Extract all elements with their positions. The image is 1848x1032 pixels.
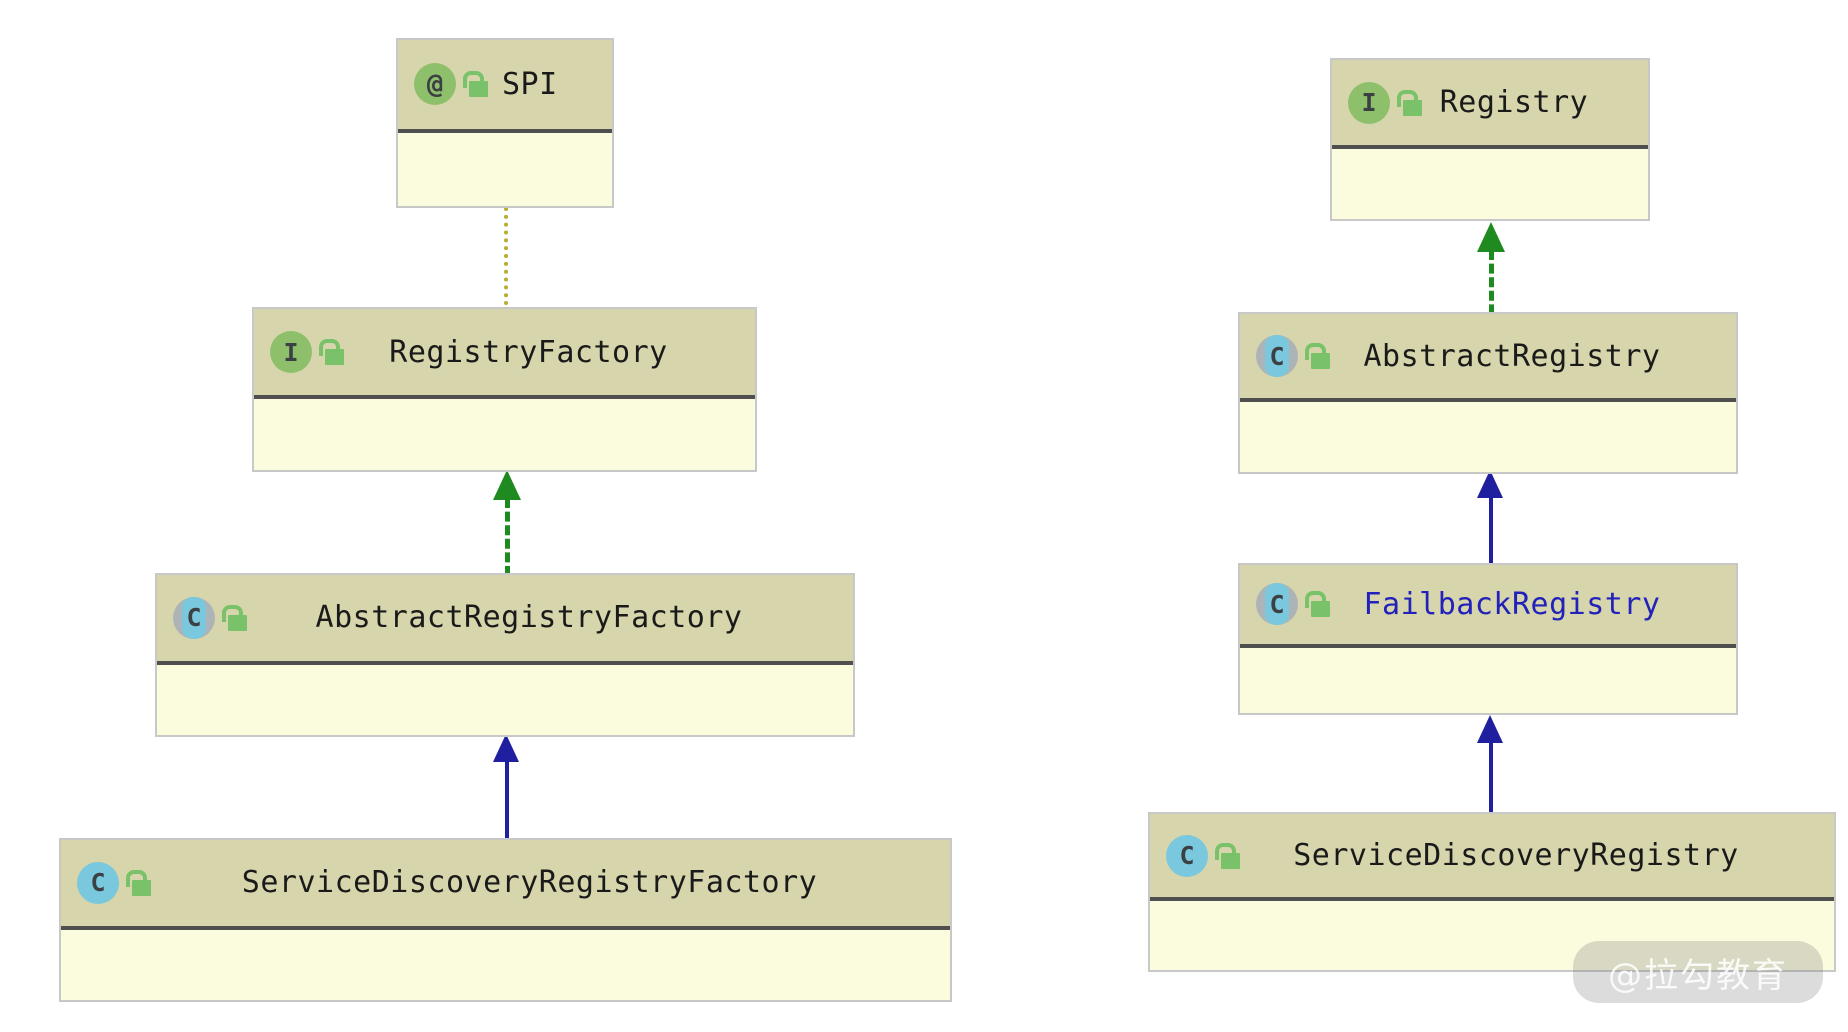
interface-badge-icon: I: [1348, 81, 1390, 124]
class-name-registry-factory: RegistryFactory: [389, 334, 668, 370]
badge-capsule: [1265, 335, 1289, 378]
abstract-class-badge-icon: C: [1256, 335, 1298, 378]
connector-line: [1489, 741, 1493, 821]
class-box-header: C ServiceDiscoveryRegistryFactory: [61, 840, 950, 930]
annotation-badge-icon: @: [414, 63, 456, 106]
badge-capsule: [182, 596, 206, 639]
class-box-header: C AbstractRegistryFactory: [157, 575, 853, 665]
open-padlock-icon: [221, 603, 247, 633]
class-badge-icon: C: [77, 861, 119, 904]
padlock-shackle: [1215, 842, 1236, 860]
class-box-members: [1332, 149, 1648, 219]
connector-line: [1489, 496, 1493, 576]
padlock-shackle: [222, 604, 243, 622]
class-box-abstract-registry[interactable]: C AbstractRegistry: [1238, 312, 1738, 474]
badge-disc: [414, 63, 456, 106]
connector-line: [505, 760, 509, 840]
badge-glyph: C: [1179, 841, 1195, 871]
padlock-shackle: [1305, 591, 1326, 609]
class-box-header: I Registry: [1332, 60, 1648, 150]
class-box-service-discovery-registry-factory[interactable]: C ServiceDiscoveryRegistryFactory: [59, 838, 952, 1002]
class-box-spi[interactable]: @ SPI: [396, 38, 614, 208]
class-box-header: C FailbackRegistry: [1240, 565, 1736, 648]
badge-glyph: I: [283, 337, 299, 367]
open-padlock-icon: [318, 337, 344, 367]
padlock-body: [469, 81, 488, 98]
class-box-registry[interactable]: I Registry: [1330, 58, 1650, 221]
class-box-members: [1150, 901, 1834, 970]
padlock-body: [132, 879, 151, 896]
padlock-shackle: [126, 869, 147, 887]
padlock-shackle: [1305, 343, 1326, 361]
padlock-body: [1311, 353, 1330, 370]
class-box-members: [61, 929, 950, 1000]
class-box-failback-registry[interactable]: C FailbackRegistry: [1238, 563, 1738, 715]
open-padlock-icon: [125, 868, 151, 898]
class-box-members: [157, 664, 853, 735]
class-box-header: C AbstractRegistry: [1240, 314, 1736, 403]
arrowhead-triangle-icon: [493, 470, 521, 500]
class-box-abstract-registry-factory[interactable]: C AbstractRegistryFactory: [155, 573, 855, 737]
class-badge-icon: C: [1166, 834, 1208, 877]
watermark: @拉勾教育: [1573, 941, 1823, 1003]
badge-glyph: C: [1269, 589, 1285, 619]
class-box-registry-factory[interactable]: I RegistryFactory: [252, 307, 757, 472]
open-padlock-icon: [462, 69, 488, 99]
connector-line: [1489, 250, 1494, 328]
class-box-service-discovery-registry[interactable]: C ServiceDiscoveryRegistry: [1148, 812, 1836, 972]
class-box-header: @ SPI: [398, 40, 612, 133]
badge-disc: [77, 861, 119, 904]
class-name-spi: SPI: [502, 66, 558, 102]
abstract-class-badge-icon: C: [173, 596, 215, 639]
arrowhead-triangle-icon: [1477, 222, 1505, 252]
padlock-body: [228, 614, 247, 631]
abstract-class-badge-icon: C: [1256, 583, 1298, 626]
connector-line: [504, 207, 508, 313]
badge-disc: [1348, 81, 1390, 124]
open-padlock-icon: [1214, 841, 1240, 871]
connector-line: [505, 498, 510, 576]
open-padlock-icon: [1396, 88, 1422, 118]
padlock-body: [1221, 852, 1240, 869]
padlock-shackle: [319, 339, 340, 357]
badge-disc: [1166, 834, 1208, 877]
class-box-members: [398, 132, 612, 206]
class-name-service-discovery-registry: ServiceDiscoveryRegistry: [1293, 838, 1739, 874]
arrowhead-triangle-icon: [1477, 470, 1503, 498]
class-box-members: [254, 399, 755, 470]
class-box-members: [1240, 647, 1736, 713]
padlock-shackle: [463, 71, 484, 89]
class-name-registry: Registry: [1439, 85, 1589, 121]
badge-glyph: C: [1269, 341, 1285, 371]
badge-capsule: [1265, 583, 1289, 626]
class-box-members: [1240, 402, 1736, 472]
class-box-header: I RegistryFactory: [254, 309, 755, 400]
badge-glyph: I: [1361, 88, 1377, 118]
open-padlock-icon: [1304, 589, 1330, 619]
class-box-header: C ServiceDiscoveryRegistry: [1150, 814, 1834, 902]
padlock-body: [325, 349, 344, 366]
padlock-body: [1403, 99, 1422, 116]
badge-glyph: C: [186, 603, 202, 633]
class-name-failback-registry[interactable]: FailbackRegistry: [1363, 586, 1661, 622]
badge-glyph: C: [90, 868, 106, 898]
arrowhead-triangle-icon: [1477, 715, 1503, 743]
arrowhead-triangle-icon: [493, 734, 519, 762]
interface-badge-icon: I: [270, 331, 312, 374]
badge-glyph: @: [426, 68, 444, 100]
padlock-body: [1311, 601, 1330, 618]
class-name-abstract-registry: AbstractRegistry: [1363, 338, 1661, 374]
class-name-service-discovery-registry-factory: ServiceDiscoveryRegistryFactory: [241, 865, 818, 901]
class-name-abstract-registry-factory: AbstractRegistryFactory: [315, 600, 743, 636]
open-padlock-icon: [1304, 341, 1330, 371]
badge-disc: [270, 331, 312, 374]
padlock-shackle: [1397, 89, 1418, 107]
